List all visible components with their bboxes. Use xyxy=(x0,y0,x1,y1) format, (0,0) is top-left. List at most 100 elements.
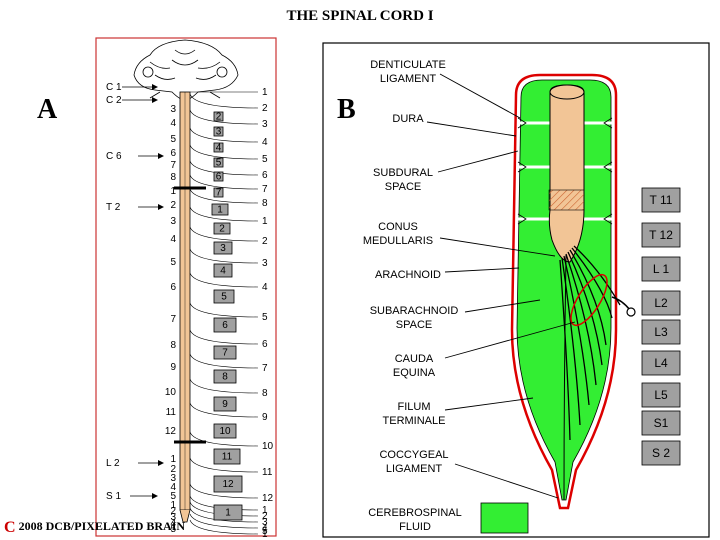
vertebra-box-label: S 2 xyxy=(652,446,670,460)
label-filum-terminale: TERMINALE xyxy=(383,415,446,427)
segment-number-left: 6 xyxy=(170,148,176,159)
segment-number-left: 12 xyxy=(165,426,177,437)
nerve-root xyxy=(189,519,259,535)
vertebra-box xyxy=(213,448,241,465)
segment-number-left: 2 xyxy=(170,464,176,475)
segment-number-left: 7 xyxy=(170,314,176,325)
vertebra-box xyxy=(213,423,237,439)
label-coccygeal-ligament: LIGAMENT xyxy=(386,463,443,475)
vertebra-number: 3 xyxy=(220,243,226,254)
level-label: S 1 xyxy=(106,491,121,502)
vertebra-box xyxy=(213,345,237,360)
vertebra-box xyxy=(213,126,224,137)
nerve-root xyxy=(189,248,259,264)
vertebra-box xyxy=(213,187,224,198)
segment-number-left: 1 xyxy=(170,186,176,197)
label-dura: DURA xyxy=(392,113,424,125)
vertebra-box-b xyxy=(641,440,681,466)
vertebra-number: 5 xyxy=(216,158,222,169)
cord-top xyxy=(549,84,585,100)
segment-number-left: 3 xyxy=(170,512,176,523)
conus-medullaris xyxy=(548,84,585,263)
cauda-equina-fibers xyxy=(559,245,621,501)
nerve-number-right: 3 xyxy=(262,119,268,130)
nerve-root-curves xyxy=(189,91,259,535)
vertebra-number: 2 xyxy=(216,112,222,123)
nerve-root xyxy=(189,495,259,511)
nerve-root xyxy=(189,457,259,473)
vertebra-number: 6 xyxy=(216,172,222,183)
vertebra-number: 5 xyxy=(221,292,227,303)
segment-number-left: 2 xyxy=(170,200,176,211)
vertebra-number: 3 xyxy=(216,127,222,138)
vertebra-number: 12 xyxy=(222,479,234,490)
vertebra-box xyxy=(213,142,224,153)
segment-number-left: 3 xyxy=(170,216,176,227)
vertebra-box-label: L3 xyxy=(654,325,668,339)
label-conus-medullaris: MEDULLARIS xyxy=(363,235,433,247)
nerve-number-right: 8 xyxy=(262,388,268,399)
nerve-number-right: 7 xyxy=(262,363,268,374)
vertebra-box xyxy=(213,475,243,493)
vertebra-box xyxy=(213,241,233,255)
nerve-number-right: 5 xyxy=(262,526,268,537)
segment-number-left: 5 xyxy=(170,491,176,502)
panel-b-frame xyxy=(322,42,710,538)
nerve-root xyxy=(189,272,259,288)
segment-number-left: 2 xyxy=(170,506,176,517)
nerve-root xyxy=(189,93,259,109)
nerve-root xyxy=(189,109,259,125)
nerve-number-right: 6 xyxy=(262,170,268,181)
vertebra-box-label: L4 xyxy=(654,356,668,370)
panel-a-frame xyxy=(95,37,277,537)
vertebra-number: 7 xyxy=(222,348,228,359)
vertebra-number: 4 xyxy=(220,266,226,277)
segment-number-left: 5 xyxy=(170,257,176,268)
vertebra-box xyxy=(213,222,231,235)
vertebra-box-b xyxy=(641,410,681,436)
nerve-number-right: 4 xyxy=(262,282,268,293)
segment-number-left: 4 xyxy=(170,234,176,245)
csf-legend-swatch xyxy=(480,502,529,534)
level-label: C 2 xyxy=(106,95,122,106)
nerve-number-right: 8 xyxy=(262,198,268,209)
copyright-icon: C xyxy=(4,519,16,536)
nerve-root xyxy=(189,206,259,222)
vertebra-number: 1 xyxy=(217,205,223,216)
vertebra-box xyxy=(213,111,224,122)
nerve-root xyxy=(189,402,259,418)
vertebra-box-label: L5 xyxy=(654,388,668,402)
vertebra-box-b xyxy=(641,290,681,316)
segment-number-left: 8 xyxy=(170,172,176,183)
segment-number-left: 6 xyxy=(170,282,176,293)
vertebra-number: 10 xyxy=(219,426,231,437)
spinal-ganglion xyxy=(626,307,636,317)
nerve-number-right: 4 xyxy=(262,137,268,148)
vertebra-box xyxy=(213,289,235,304)
ligament-notches xyxy=(517,117,613,225)
segment-number-left: 5 xyxy=(170,134,176,145)
vertebra-box xyxy=(213,317,237,333)
nerve-number-right: 1 xyxy=(262,505,268,516)
nerve-root xyxy=(189,226,259,242)
nerve-number-right: 2 xyxy=(262,511,268,522)
nerve-number-right: 9 xyxy=(262,412,268,423)
vertebra-number: 6 xyxy=(222,320,228,331)
nerve-root xyxy=(189,188,259,204)
nerve-root xyxy=(189,302,259,318)
label-denticulate-ligament: DENTICULATE xyxy=(370,59,446,71)
segment-number-left: 1 xyxy=(170,454,176,465)
segment-number-left: 3 xyxy=(170,104,176,115)
panel-b-letter: B xyxy=(337,94,356,125)
level-label: L 2 xyxy=(106,458,120,469)
nerve-root-highlight xyxy=(570,273,608,327)
vertebra-number: 2 xyxy=(219,224,225,235)
nerve-number-right: 4 xyxy=(262,523,268,534)
vertebra-box xyxy=(211,203,229,216)
segment-number-left: 10 xyxy=(165,387,177,398)
nerve-root xyxy=(189,507,259,523)
copyright: C 2008 DCB/PIXELATED BRAIN xyxy=(4,519,185,537)
